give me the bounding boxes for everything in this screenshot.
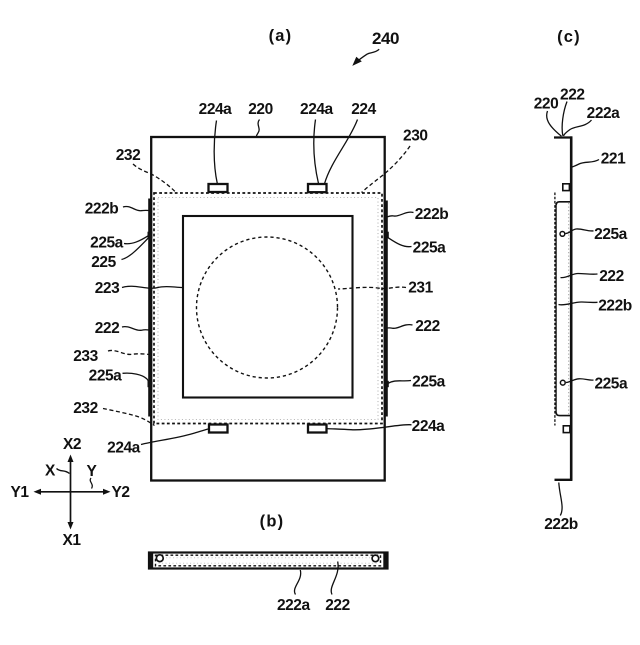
svg-text:X1: X1 — [62, 532, 81, 549]
svg-text:225a: 225a — [594, 226, 628, 243]
svg-text:222a: 222a — [277, 597, 311, 614]
svg-text:225a: 225a — [90, 235, 124, 252]
svg-text:223: 223 — [95, 280, 120, 297]
svg-text:221: 221 — [601, 151, 626, 168]
svg-text:Y1: Y1 — [10, 484, 29, 501]
svg-text:220: 220 — [248, 101, 273, 118]
svg-text:225: 225 — [91, 254, 116, 271]
svg-text:225a: 225a — [89, 368, 123, 385]
svg-text:222b: 222b — [415, 206, 449, 223]
svg-text:Y: Y — [87, 463, 98, 480]
svg-text:222: 222 — [325, 597, 350, 614]
svg-text:222: 222 — [95, 320, 120, 337]
svg-text:232: 232 — [73, 400, 98, 417]
svg-text:222: 222 — [415, 318, 440, 335]
svg-text:222b: 222b — [85, 201, 119, 218]
svg-text:(c): (c) — [557, 28, 581, 46]
svg-text:225a: 225a — [412, 374, 446, 391]
svg-text:(a): (a) — [269, 27, 293, 45]
svg-text:(b): (b) — [260, 513, 285, 531]
svg-text:222b: 222b — [544, 516, 578, 533]
svg-text:224a: 224a — [300, 101, 334, 118]
svg-text:Y2: Y2 — [111, 484, 129, 501]
svg-text:224a: 224a — [199, 101, 233, 118]
svg-text:224: 224 — [351, 101, 376, 118]
svg-text:224a: 224a — [412, 418, 446, 435]
svg-text:222: 222 — [560, 87, 585, 104]
svg-text:X: X — [45, 463, 56, 480]
svg-text:220: 220 — [534, 96, 559, 113]
svg-text:225a: 225a — [413, 240, 447, 257]
svg-text:232: 232 — [116, 147, 141, 164]
svg-text:222a: 222a — [587, 105, 621, 122]
svg-text:X2: X2 — [63, 436, 81, 453]
svg-text:224a: 224a — [107, 440, 141, 457]
svg-text:222b: 222b — [598, 298, 632, 315]
svg-text:231: 231 — [408, 280, 433, 297]
svg-text:230: 230 — [403, 128, 428, 145]
svg-text:225a: 225a — [594, 376, 628, 393]
svg-text:240: 240 — [372, 29, 399, 48]
svg-text:233: 233 — [73, 348, 98, 365]
svg-text:222: 222 — [599, 268, 624, 285]
